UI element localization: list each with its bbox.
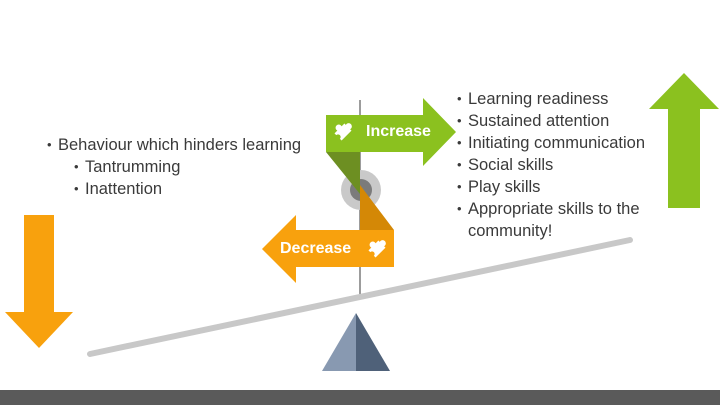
increase-arrow bbox=[326, 98, 456, 166]
left-list: Behaviour which hinders learning Tantrum… bbox=[47, 134, 301, 200]
orange-flap bbox=[360, 185, 394, 230]
decrease-label: Decrease bbox=[280, 240, 352, 257]
big-down-arrow bbox=[5, 215, 73, 348]
right-list-item: Sustained attention bbox=[457, 110, 645, 132]
green-flap bbox=[326, 152, 360, 194]
right-list: Learning readiness Sustained attention I… bbox=[457, 88, 645, 242]
big-up-arrow bbox=[649, 73, 719, 208]
left-list-sub-item: Tantrumming bbox=[74, 156, 301, 178]
puzzle-icon bbox=[334, 123, 352, 141]
puzzle-icon bbox=[368, 240, 386, 258]
left-list-main: Behaviour which hinders learning bbox=[47, 134, 301, 156]
left-list-sub-item: Inattention bbox=[74, 178, 301, 200]
footer-bar bbox=[0, 390, 720, 405]
balance-beam bbox=[87, 237, 633, 357]
right-list-item-continued: community! bbox=[468, 222, 553, 240]
fulcrum bbox=[322, 313, 390, 371]
right-list-item: Initiating communication bbox=[457, 132, 645, 154]
right-list-item: Play skills bbox=[457, 176, 645, 198]
right-list-item: Appropriate skills to the bbox=[457, 198, 645, 220]
decrease-arrow bbox=[262, 215, 394, 283]
right-list-item: Learning readiness bbox=[457, 88, 645, 110]
increase-label: Increase bbox=[366, 123, 431, 140]
right-list-item: Social skills bbox=[457, 154, 645, 176]
